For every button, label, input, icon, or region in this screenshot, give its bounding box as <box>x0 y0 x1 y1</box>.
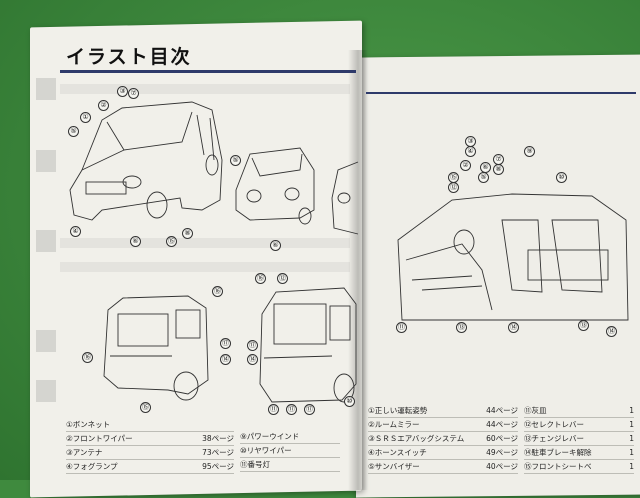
car-partial-illustration <box>331 161 359 235</box>
list-item: ⑩リヤワイパー <box>240 444 340 458</box>
list-item: ⑮フロントシートベルト1 <box>524 460 634 474</box>
callout-marker: ⑤ <box>68 126 79 137</box>
faint-text-row <box>60 84 350 94</box>
page-title: イラスト目次 <box>66 46 192 68</box>
callout-marker: ⑫ <box>277 273 288 284</box>
list-item: ⑪番号灯 <box>240 458 340 472</box>
list-item: ⑭駐車ブレーキ解除レバー1 <box>524 446 634 460</box>
callout-marker: ⑬ <box>456 322 467 333</box>
callout-marker: ⑫ <box>448 182 459 193</box>
side-tab <box>36 150 56 172</box>
side-tab <box>36 230 56 252</box>
callout-marker: ⑯ <box>212 286 223 297</box>
callout-marker: ⑰ <box>247 340 258 351</box>
callout-marker: ⑧ <box>182 228 193 239</box>
callout-marker: ⑯ <box>255 273 266 284</box>
callout-marker: ② <box>460 160 471 171</box>
callout-marker: ⑩ <box>556 172 567 183</box>
callout-marker: ⑰ <box>286 404 297 415</box>
faint-text-row <box>60 262 350 272</box>
callout-marker: ④ <box>70 226 81 237</box>
callout-marker: ⑰ <box>220 338 231 349</box>
callout-marker: ⑮ <box>140 402 151 413</box>
car-rear-right-illustration <box>259 287 357 403</box>
callout-marker: ④ <box>465 146 476 157</box>
callout-marker: ⑯ <box>82 352 93 363</box>
callout-marker: ⑦ <box>128 88 139 99</box>
callout-marker: ⑭ <box>508 322 519 333</box>
callout-marker: ⑪ <box>396 322 407 333</box>
book-gutter <box>348 50 368 490</box>
callout-marker: ⑩ <box>344 396 355 407</box>
mid-item-list: ⑨パワーウインド ⑩リヤワイパー ⑪番号灯 <box>240 430 340 472</box>
car-front-left-illustration <box>69 101 223 221</box>
side-tab <box>36 78 56 100</box>
right-page-rule <box>366 92 636 94</box>
callout-marker: ⑭ <box>247 354 258 365</box>
side-tab <box>36 330 56 352</box>
callout-marker: ⑥ <box>270 240 281 251</box>
faint-text-row <box>60 238 350 248</box>
callout-marker: ⑤ <box>230 155 241 166</box>
callout-marker: ② <box>98 100 109 111</box>
callout-marker: ⑧ <box>493 164 504 175</box>
car-rear-left-illustration <box>103 295 209 401</box>
callout-marker: ① <box>80 112 91 123</box>
callout-marker: ③ <box>117 86 128 97</box>
callout-marker: ⑬ <box>578 320 589 331</box>
list-item: ①ボンネット <box>66 418 234 432</box>
side-tab <box>36 380 56 402</box>
list-item: ⑨パワーウインド <box>240 430 340 444</box>
callout-marker: ⑥ <box>130 236 141 247</box>
title-rule <box>60 70 356 73</box>
callout-marker: ⑤ <box>478 172 489 183</box>
callout-marker: ⑮ <box>166 236 177 247</box>
callout-marker: ⑨ <box>524 146 535 157</box>
interior-illustration <box>397 193 629 321</box>
callout-marker: ⑰ <box>304 404 315 415</box>
callout-marker: ⑪ <box>268 404 279 415</box>
car-front-mid-illustration <box>235 147 315 225</box>
callout-marker: ⑭ <box>220 354 231 365</box>
callout-marker: ⑭ <box>606 326 617 337</box>
